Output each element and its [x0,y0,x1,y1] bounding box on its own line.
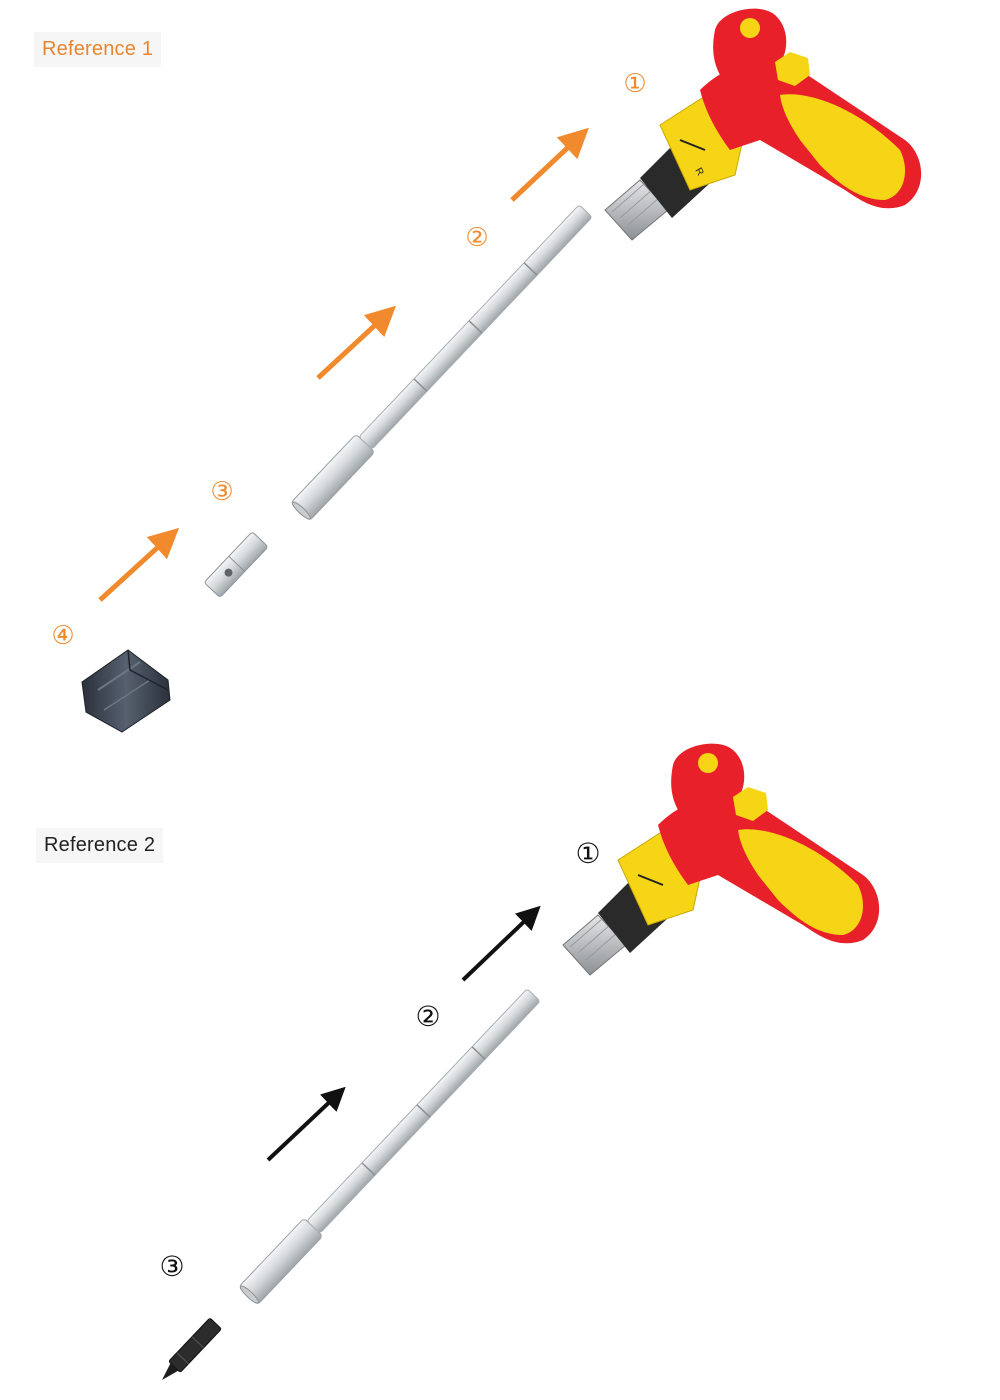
extension-bar-icon [291,205,592,520]
extension-bar-icon [239,989,540,1304]
screwdriver-bit-icon [162,1318,222,1380]
socket-adapter-icon [204,532,268,597]
reference-1-label: Reference 1 [34,32,162,67]
ref1-step-3: ③ [210,477,233,507]
screwdriver-handle-icon: R [604,8,922,241]
screwdriver-handle-icon [562,743,880,976]
reference-2-label: Reference 2 [36,828,164,863]
ref1-step-4: ④ [51,621,74,651]
ref1-step-1: ① [623,69,646,99]
arrow-icon [266,1086,346,1162]
ref1-step-2: ② [465,223,488,253]
arrow-icon [461,905,541,982]
arrow-icon [316,305,397,380]
ref2-step-2: ② [415,1000,440,1033]
arrow-icon [510,127,589,202]
socket-icon [81,649,171,733]
ref2-step-1: ① [575,837,600,870]
svg-text:R: R [692,166,705,178]
arrow-icon [98,527,180,602]
ref2-step-3: ③ [159,1250,184,1283]
